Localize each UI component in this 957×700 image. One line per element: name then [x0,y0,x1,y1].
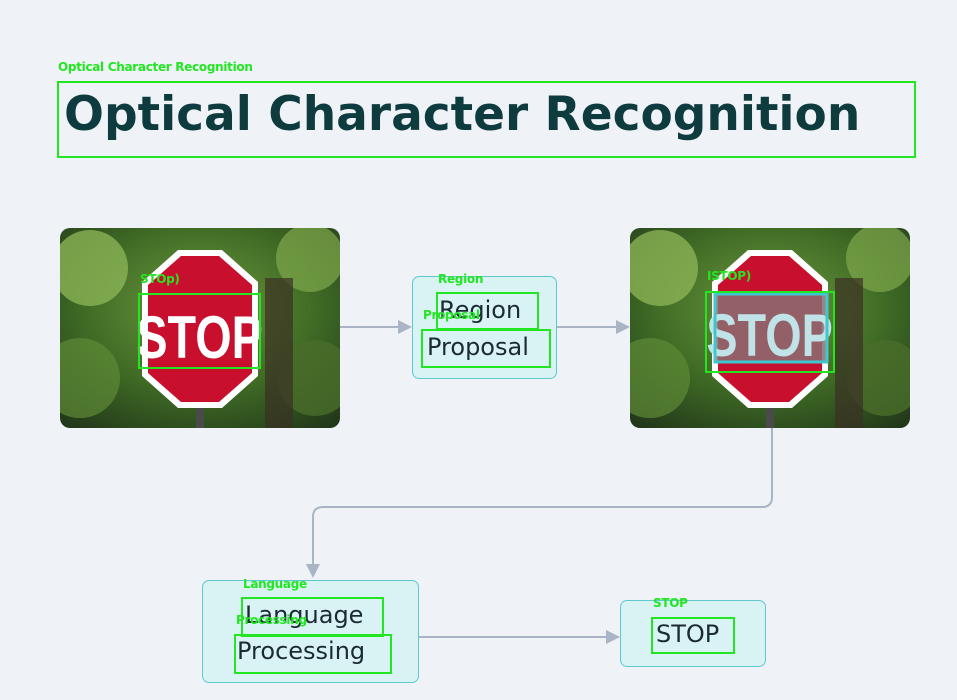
title-detection-label: Optical Character Recognition [58,60,253,74]
photo2-detection-box [705,291,835,373]
output-detection-box [651,617,735,654]
photo2-detection-label: ISTOP) [707,269,751,283]
language-processing-line1: Language [245,601,364,629]
language-detection-box [241,597,384,637]
proposal-detection-box [421,329,551,368]
output-node [620,600,766,667]
output-text: STOP [656,620,720,648]
language-detection-label: Language [243,577,307,591]
output-detection-label: STOP [653,596,688,610]
stop-sign-text-2: STOP [706,302,833,369]
photo1-detection-label: STOp) [140,272,180,286]
stop-sign-photo-input: STOP [60,228,340,428]
photo1-detection-box [138,293,261,369]
processing-detection-box [234,634,392,674]
page-title: Optical Character Recognition [64,87,861,142]
region-proposal-line1: Region [439,296,522,324]
arrow-photo-to-language [312,428,773,566]
processing-detection-label: Processing [236,613,307,627]
stop-sign-text-1: STOP [136,304,263,371]
title-detection-box [57,81,916,158]
region-detection-label: Region [438,272,484,286]
region-proposal-line2: Proposal [427,333,529,361]
proposal-detection-label: Proposal [423,308,480,322]
language-processing-line2: Processing [237,637,366,665]
